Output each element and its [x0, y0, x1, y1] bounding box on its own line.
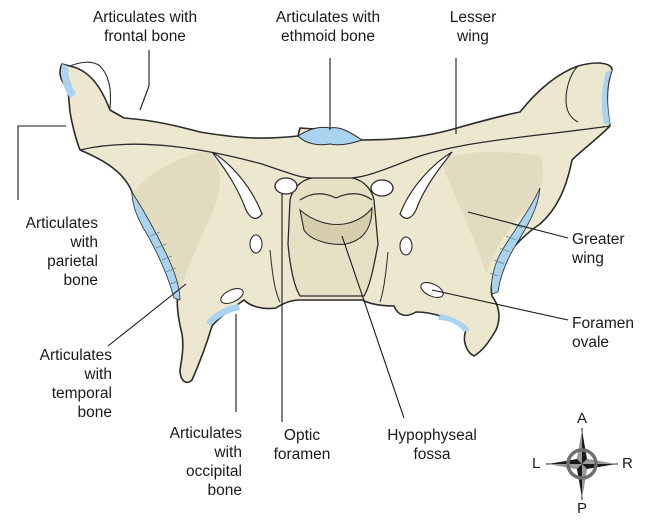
foramen-rotundum-right — [400, 237, 412, 255]
label-articulates-occipital: Articulates with occipital bone — [140, 424, 242, 500]
optic-foramen-left — [275, 178, 297, 194]
leader-temporal — [108, 284, 186, 346]
leader-parietal — [18, 126, 66, 200]
label-lesser-wing: Lesser wing — [428, 8, 518, 46]
label-foramen-ovale: Foramen ovale — [572, 314, 646, 352]
optic-foramen-right — [371, 180, 393, 196]
label-articulates-temporal: Articulates with temporal bone — [0, 346, 112, 422]
sphenoid-bone — [60, 62, 612, 382]
label-hypophyseal-fossa: Hypophyseal fossa — [372, 426, 492, 464]
compass-rose-icon — [546, 428, 618, 500]
compass-anterior-label: A — [577, 410, 587, 427]
foramen-rotundum-left — [250, 235, 262, 253]
label-greater-wing: Greater wing — [572, 230, 646, 268]
label-articulates-parietal: Articulates with parietal bone — [0, 214, 98, 290]
compass-left-label: L — [532, 455, 540, 472]
label-optic-foramen: Optic foramen — [262, 426, 342, 464]
leader-frontal — [140, 50, 149, 110]
compass-posterior-label: P — [577, 500, 587, 517]
label-articulates-frontal: Articulates with frontal bone — [30, 8, 260, 46]
label-articulates-ethmoid: Articulates with ethmoid bone — [248, 8, 408, 46]
compass-right-label: R — [622, 455, 633, 472]
